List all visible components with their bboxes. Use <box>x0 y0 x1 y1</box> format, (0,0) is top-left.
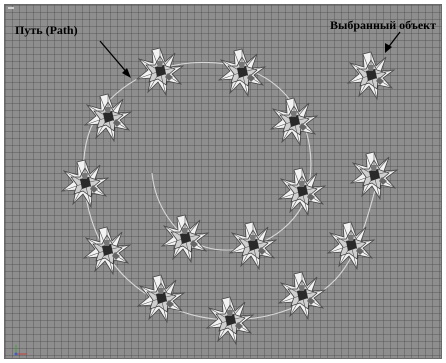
path-label-arrow <box>100 41 131 78</box>
path-object[interactable] <box>85 94 131 141</box>
path-object[interactable] <box>207 297 253 344</box>
path-object[interactable] <box>219 49 265 96</box>
path-object[interactable] <box>230 222 276 269</box>
path-object[interactable] <box>271 98 317 145</box>
scene-canvas[interactable] <box>5 5 442 359</box>
path-object[interactable] <box>328 222 374 269</box>
path-object[interactable] <box>62 160 108 207</box>
path-object[interactable] <box>84 227 130 274</box>
selected-object-label: Выбранный объект <box>330 18 436 33</box>
selected-label-arrow <box>385 32 400 53</box>
path-label: Путь (Path) <box>15 23 78 38</box>
path-object[interactable] <box>162 215 208 262</box>
path-object[interactable] <box>137 48 183 95</box>
viewport-top[interactable]: Путь (Path) Выбранный объект <box>4 4 442 359</box>
axis-tripod-icon <box>13 343 29 357</box>
path-object[interactable] <box>279 272 325 319</box>
spiral-path[interactable] <box>84 62 375 319</box>
selected-object[interactable] <box>348 52 394 99</box>
path-object[interactable] <box>138 275 184 322</box>
path-object[interactable] <box>279 168 325 215</box>
